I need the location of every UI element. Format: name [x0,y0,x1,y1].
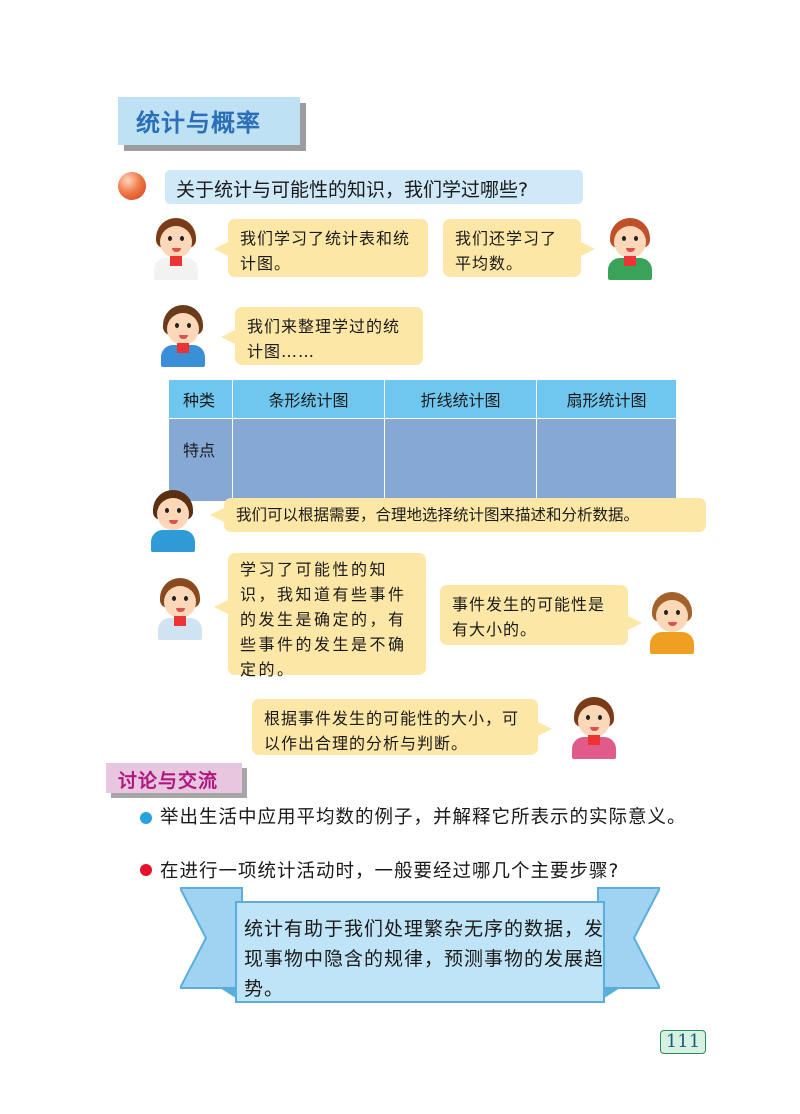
bubble-text: 根据事件发生的可能性的大小，可以作出合理的分析与判断。 [264,709,520,753]
bullet-dot-icon [140,812,152,824]
section-title-box [118,97,300,145]
girl-avatar [568,697,620,759]
ribbon-banner [180,887,660,1003]
table-row: 特点 [168,418,677,502]
bubble-text: 我们可以根据需要，合理地选择统计图来描述和分析数据。 [236,506,640,524]
table-cell[interactable] [536,418,677,502]
table-header-row: 种类 条形统计图 折线统计图 扇形统计图 [168,379,677,419]
table-cell[interactable] [232,418,385,502]
section-title: 统计与概率 [136,109,261,137]
speech-bubble-4: 我们可以根据需要，合理地选择统计图来描述和分析数据。 [210,498,706,532]
table-cell[interactable] [384,418,537,502]
bubble-text: 我们学习了统计表和统计图。 [240,229,411,273]
discussion-item-2: 在进行一项统计活动时，一般要经过哪几个主要步骤? [160,861,620,882]
table-header-cell: 种类 [168,379,233,419]
bubble-text: 我们来整理学过的统计图…… [247,317,401,361]
speech-bubble-3: 我们来整理学过的统计图…… [221,307,423,365]
boy-avatar [157,305,209,367]
discussion-item-1: 举出生活中应用平均数的例子，并解释它所表示的实际意义。 [160,807,687,828]
boy-avatar [646,592,698,654]
ribbon-text: 统计有助于我们处理繁杂无序的数据，发现事物中隐含的规律，预测事物的发展趋势。 [244,918,605,1000]
girl-avatar [154,578,206,640]
discussion-title-box [106,763,242,793]
speech-bubble-7: 根据事件发生的可能性的大小，可以作出合理的分析与判断。 [252,699,552,755]
question-text: 关于统计与可能性的知识，我们学过哪些? [176,179,529,201]
table-header-cell: 折线统计图 [384,379,537,419]
boy-avatar [147,490,199,552]
girl-avatar [604,218,656,280]
chart-types-table: 种类 条形统计图 折线统计图 扇形统计图 特点 [168,379,677,502]
page-number: 111 [660,1030,706,1054]
speech-bubble-6: 事件发生的可能性是有大小的。 [440,585,642,645]
table-header-cell: 条形统计图 [232,379,385,419]
speech-bubble-5: 学习了可能性的知识，我知道有些事件的发生是确定的，有些事件的发生是不确定的。 [214,553,426,679]
discussion-title: 讨论与交流 [118,770,219,792]
bubble-text: 我们还学习了平均数。 [455,229,558,273]
speech-bubble-2: 我们还学习了平均数。 [443,219,595,277]
table-header-cell: 扇形统计图 [536,379,677,419]
question-bar [165,170,583,204]
bullet-dot-icon [140,864,152,876]
bubble-text: 学习了可能性的知识，我知道有些事件的发生是确定的，有些事件的发生是不确定的。 [240,560,407,679]
table-row-label: 特点 [168,418,233,502]
speech-bubble-1: 我们学习了统计表和统计图。 [214,219,428,277]
ball-icon [118,172,146,200]
bubble-text: 事件发生的可能性是有大小的。 [452,595,606,639]
girl-avatar [150,218,202,280]
